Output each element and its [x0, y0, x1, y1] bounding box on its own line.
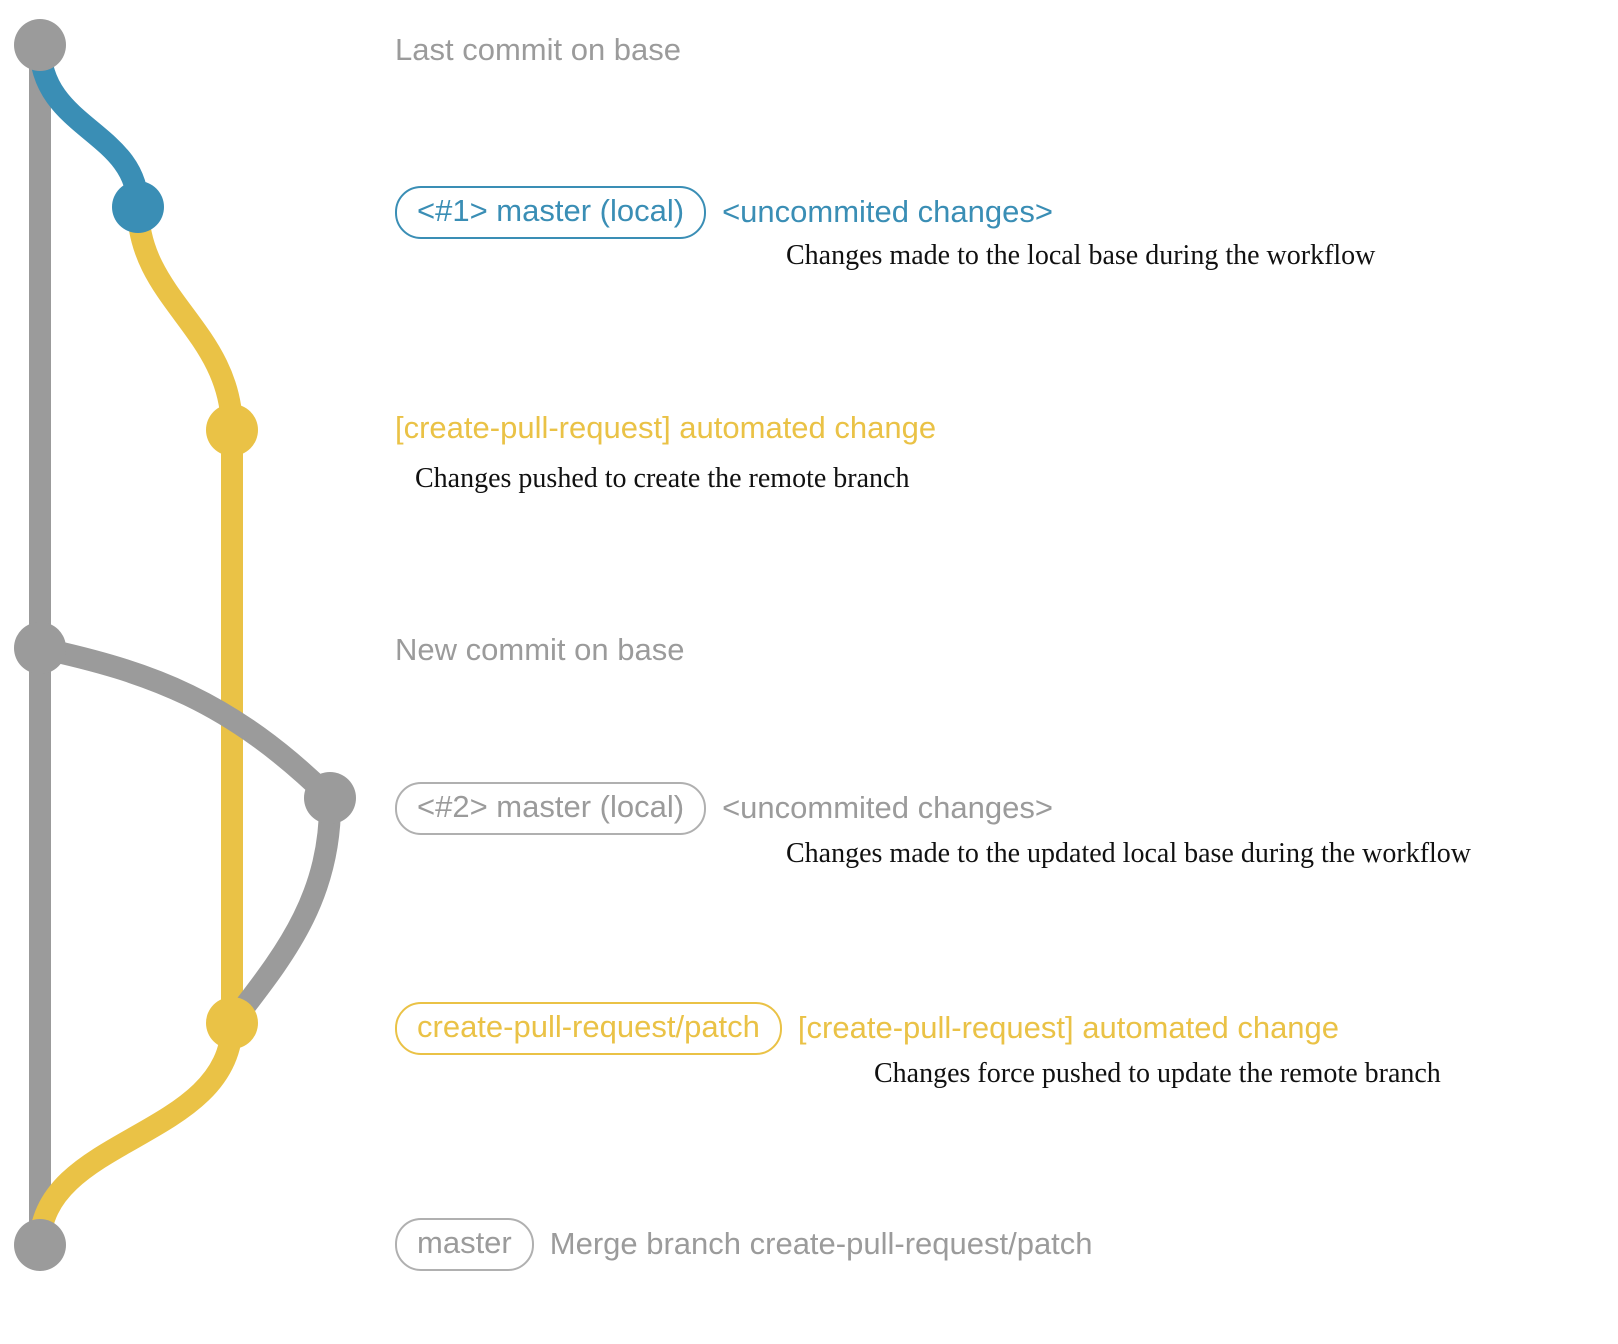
node-master-local-1	[112, 181, 164, 233]
node-automated-change-2	[206, 997, 258, 1049]
annotation-automated-change-2: create-pull-request/patch [create-pull-r…	[395, 1002, 1339, 1055]
node-master-local-2	[304, 772, 356, 824]
node-new-commit-on-base	[14, 622, 66, 674]
edge-patch2-to-merge	[29, 1012, 243, 1256]
headline-merge-commit: master Merge branch create-pull-request/…	[395, 1218, 1093, 1271]
headline-automated-change-1: [create-pull-request] automated change	[395, 410, 937, 445]
headline-last-commit-on-base: Last commit on base	[395, 32, 681, 68]
headline-new-commit-on-base: New commit on base	[395, 632, 684, 668]
annotation-automated-change-1: [create-pull-request] automated change	[395, 410, 937, 445]
edge-local2-to-patch2	[221, 787, 342, 1034]
headline-automated-change-2: create-pull-request/patch [create-pull-r…	[395, 1002, 1339, 1055]
ref-badge-master-local-1[interactable]: <#1> master (local)	[395, 186, 707, 239]
edge-local1-to-patch1	[127, 196, 243, 441]
annotation-master-local-1: <#1> master (local) <uncommited changes>	[395, 186, 1053, 239]
annotation-merge-commit: master Merge branch create-pull-request/…	[395, 1218, 1093, 1271]
edge-base-to-local1	[29, 34, 149, 218]
commit-subject-merge-commit: Merge branch create-pull-request/patch	[549, 1226, 1093, 1261]
node-automated-change-1	[206, 404, 258, 456]
annotation-master-local-2: <#2> master (local) <uncommited changes>	[395, 782, 1053, 835]
commit-subject-automated-change-1: [create-pull-request] automated change	[395, 410, 937, 445]
annotation-new-commit-on-base: New commit on base	[395, 632, 684, 668]
edge-base2-to-local2	[29, 637, 341, 809]
note-automated-change-2: Changes force pushed to update the remot…	[874, 1058, 1441, 1089]
commit-subject-master-local-1: <uncommited changes>	[722, 194, 1053, 229]
commit-subject-last-commit-on-base: Last commit on base	[395, 32, 682, 67]
headline-master-local-2: <#2> master (local) <uncommited changes>	[395, 782, 1053, 835]
commit-subject-new-commit-on-base: New commit on base	[395, 632, 685, 667]
headline-master-local-1: <#1> master (local) <uncommited changes>	[395, 186, 1053, 239]
node-last-commit-on-base	[14, 19, 66, 71]
ref-badge-master[interactable]: master	[395, 1218, 534, 1271]
ref-badge-master-local-2[interactable]: <#2> master (local)	[395, 782, 707, 835]
commit-nodes	[14, 19, 356, 1271]
node-merge-commit	[14, 1219, 66, 1271]
annotation-last-commit-on-base: Last commit on base	[395, 32, 681, 68]
note-automated-change-1: Changes pushed to create the remote bran…	[415, 463, 910, 494]
commit-subject-master-local-2: <uncommited changes>	[722, 790, 1053, 825]
commit-subject-automated-change-2: [create-pull-request] automated change	[797, 1010, 1340, 1045]
note-master-local-2: Changes made to the updated local base d…	[786, 838, 1472, 869]
note-master-local-1: Changes made to the local base during th…	[786, 240, 1376, 271]
ref-badge-create-pull-request-patch[interactable]: create-pull-request/patch	[395, 1002, 782, 1055]
